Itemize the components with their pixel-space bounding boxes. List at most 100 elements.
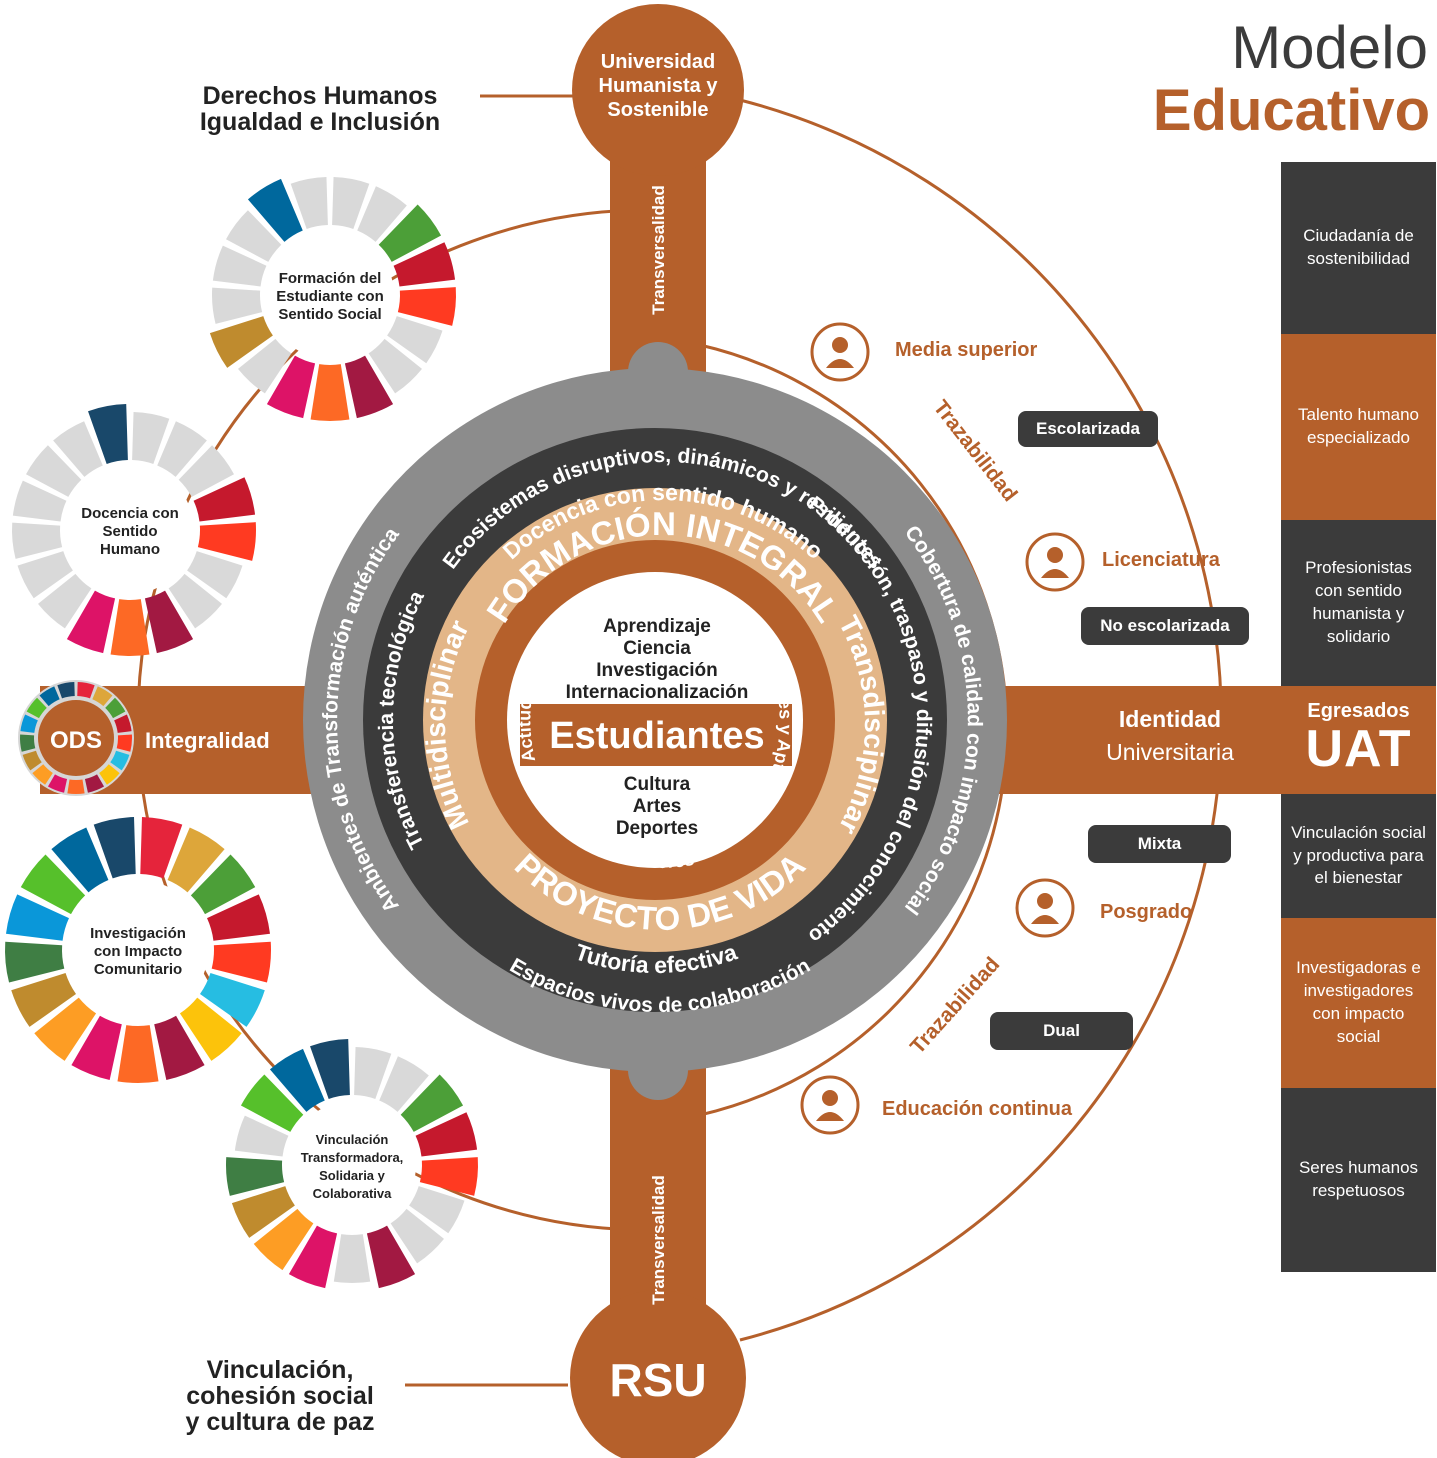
person-icon bbox=[822, 1090, 838, 1106]
egresados-uat-box: Egresados UAT bbox=[1281, 686, 1436, 794]
caption-bottom-left-2: cohesión social bbox=[186, 1382, 374, 1410]
sdg-segment bbox=[25, 445, 82, 497]
sdg-segment bbox=[379, 1056, 429, 1112]
sdg-segment bbox=[366, 1225, 416, 1289]
sdg-segment bbox=[132, 412, 170, 464]
sdg-segment bbox=[197, 522, 256, 561]
ods-segment bbox=[57, 682, 75, 699]
sdg-wheel-center bbox=[66, 466, 194, 594]
sdg-segment bbox=[167, 827, 225, 893]
sdg-wheel-label: Estudiante con bbox=[276, 288, 384, 305]
sdg-wheel-label: Docencia con bbox=[81, 505, 179, 522]
sdg-segment bbox=[193, 477, 256, 522]
ods-segment bbox=[19, 734, 36, 752]
sdg-segment bbox=[93, 817, 136, 879]
profile-item-4: Vinculación social y productiva para el … bbox=[1281, 794, 1436, 918]
sdg-segment bbox=[393, 242, 456, 287]
sdg-segment bbox=[212, 245, 267, 287]
profile-item-6: Seres humanos respetuosos bbox=[1281, 1088, 1436, 1272]
sdg-segment bbox=[378, 204, 442, 262]
sdg-segment bbox=[269, 1048, 325, 1112]
sdg-wheel-center bbox=[266, 231, 394, 359]
sdg-segment bbox=[20, 854, 86, 915]
sdg-segment bbox=[199, 972, 265, 1027]
ods-mini-wheel bbox=[19, 682, 132, 795]
sdg-segment bbox=[290, 177, 328, 229]
sdg-segment bbox=[5, 894, 69, 941]
sdg-segment bbox=[209, 316, 273, 368]
sdg-segment bbox=[66, 590, 116, 654]
ods-segment bbox=[92, 686, 113, 707]
sdg-segment bbox=[211, 287, 263, 324]
ring-inner-bottom-text: Valores bbox=[630, 849, 695, 872]
sdg-segment bbox=[266, 355, 316, 419]
sdg-wheel-label: Solidaria y bbox=[319, 1168, 386, 1183]
title-modelo: Modelo bbox=[1231, 14, 1428, 81]
sdg-segment bbox=[253, 1208, 314, 1271]
level-label: Educación continua bbox=[882, 1098, 1073, 1120]
center-bottom-line-1: Cultura bbox=[624, 774, 691, 795]
sdg-segment bbox=[117, 1025, 159, 1084]
sdg-segment bbox=[4, 941, 65, 983]
center-bottom-line-3: Deportes bbox=[616, 818, 698, 839]
sdg-segment bbox=[397, 287, 457, 326]
center-top-line-4: Internacionalización bbox=[566, 682, 749, 703]
sdg-segment bbox=[226, 1157, 285, 1196]
transversalidad-top: Transversalidad bbox=[649, 185, 668, 314]
modality-escolarizada: Escolarizada bbox=[1018, 411, 1158, 447]
sdg-wheel-label: Formación del bbox=[279, 270, 382, 287]
sdg-segment bbox=[247, 178, 303, 242]
sdg-segment bbox=[187, 551, 243, 599]
ods-segment bbox=[39, 686, 60, 707]
sdg-segment bbox=[51, 827, 109, 893]
sdg-segment bbox=[140, 817, 183, 879]
ods-segment bbox=[67, 779, 85, 795]
sdg-wheel-center bbox=[288, 1101, 416, 1229]
sdg-segment bbox=[71, 1015, 122, 1080]
sdg-segment bbox=[310, 1039, 350, 1099]
sdg-segment bbox=[234, 1115, 289, 1157]
person-body-icon bbox=[1041, 569, 1069, 578]
caption-bottom-left-3: y cultura de paz bbox=[186, 1408, 375, 1436]
estudiantes-band bbox=[520, 704, 792, 766]
identidad-label: Identidad bbox=[1119, 706, 1221, 732]
person-icon bbox=[832, 337, 848, 353]
sdg-wheel-label: Investigación bbox=[90, 925, 186, 942]
transversalidad-bottom: Transversalidad bbox=[649, 1175, 668, 1304]
sdg-segment bbox=[53, 421, 103, 477]
modality-dual: Dual bbox=[990, 1012, 1133, 1050]
egresados-label: Egresados bbox=[1307, 700, 1410, 722]
sdg-segment bbox=[88, 404, 128, 464]
level-label: Media superior bbox=[895, 339, 1037, 361]
sdg-segment bbox=[38, 573, 92, 629]
modality-mixta: Mixta bbox=[1088, 825, 1231, 863]
profile-item-1: Ciudadanía de sostenibilidad bbox=[1281, 162, 1436, 334]
level-label: Posgrado bbox=[1100, 901, 1192, 923]
person-body-icon bbox=[826, 359, 854, 368]
sdg-segment bbox=[190, 854, 256, 915]
ods-node: ODS bbox=[18, 680, 134, 796]
ods-segment bbox=[84, 774, 105, 793]
sdg-segment bbox=[357, 186, 407, 242]
education-levels: Media superiorLicenciaturaPosgradoEducac… bbox=[800, 322, 1221, 1135]
level-label: Licenciatura bbox=[1102, 549, 1221, 571]
sdg-wheel-label: Colaborativa bbox=[313, 1186, 393, 1201]
center-bottom-line-2: Artes bbox=[633, 796, 682, 817]
sdg-segment bbox=[17, 551, 73, 599]
sdg-segment bbox=[11, 972, 77, 1027]
profile-item-2: Talento humano especializado bbox=[1281, 334, 1436, 520]
profile-item-5: Investigadoras e investigadores con impa… bbox=[1281, 918, 1436, 1088]
ods-segment bbox=[22, 750, 42, 771]
trazabilidad-top: Trazabilidad bbox=[929, 396, 1022, 506]
ods-segment bbox=[99, 764, 120, 785]
ods-segment bbox=[114, 714, 132, 733]
uat-label: UAT bbox=[1305, 720, 1412, 778]
profile-item-3: Profesionistas con sentido humanista y s… bbox=[1281, 520, 1436, 686]
person-body-icon bbox=[816, 1112, 844, 1121]
sdg-segment bbox=[333, 1234, 371, 1283]
sdg-segment bbox=[207, 894, 271, 941]
modality-no-escolarizada: No escolarizada bbox=[1081, 607, 1249, 645]
